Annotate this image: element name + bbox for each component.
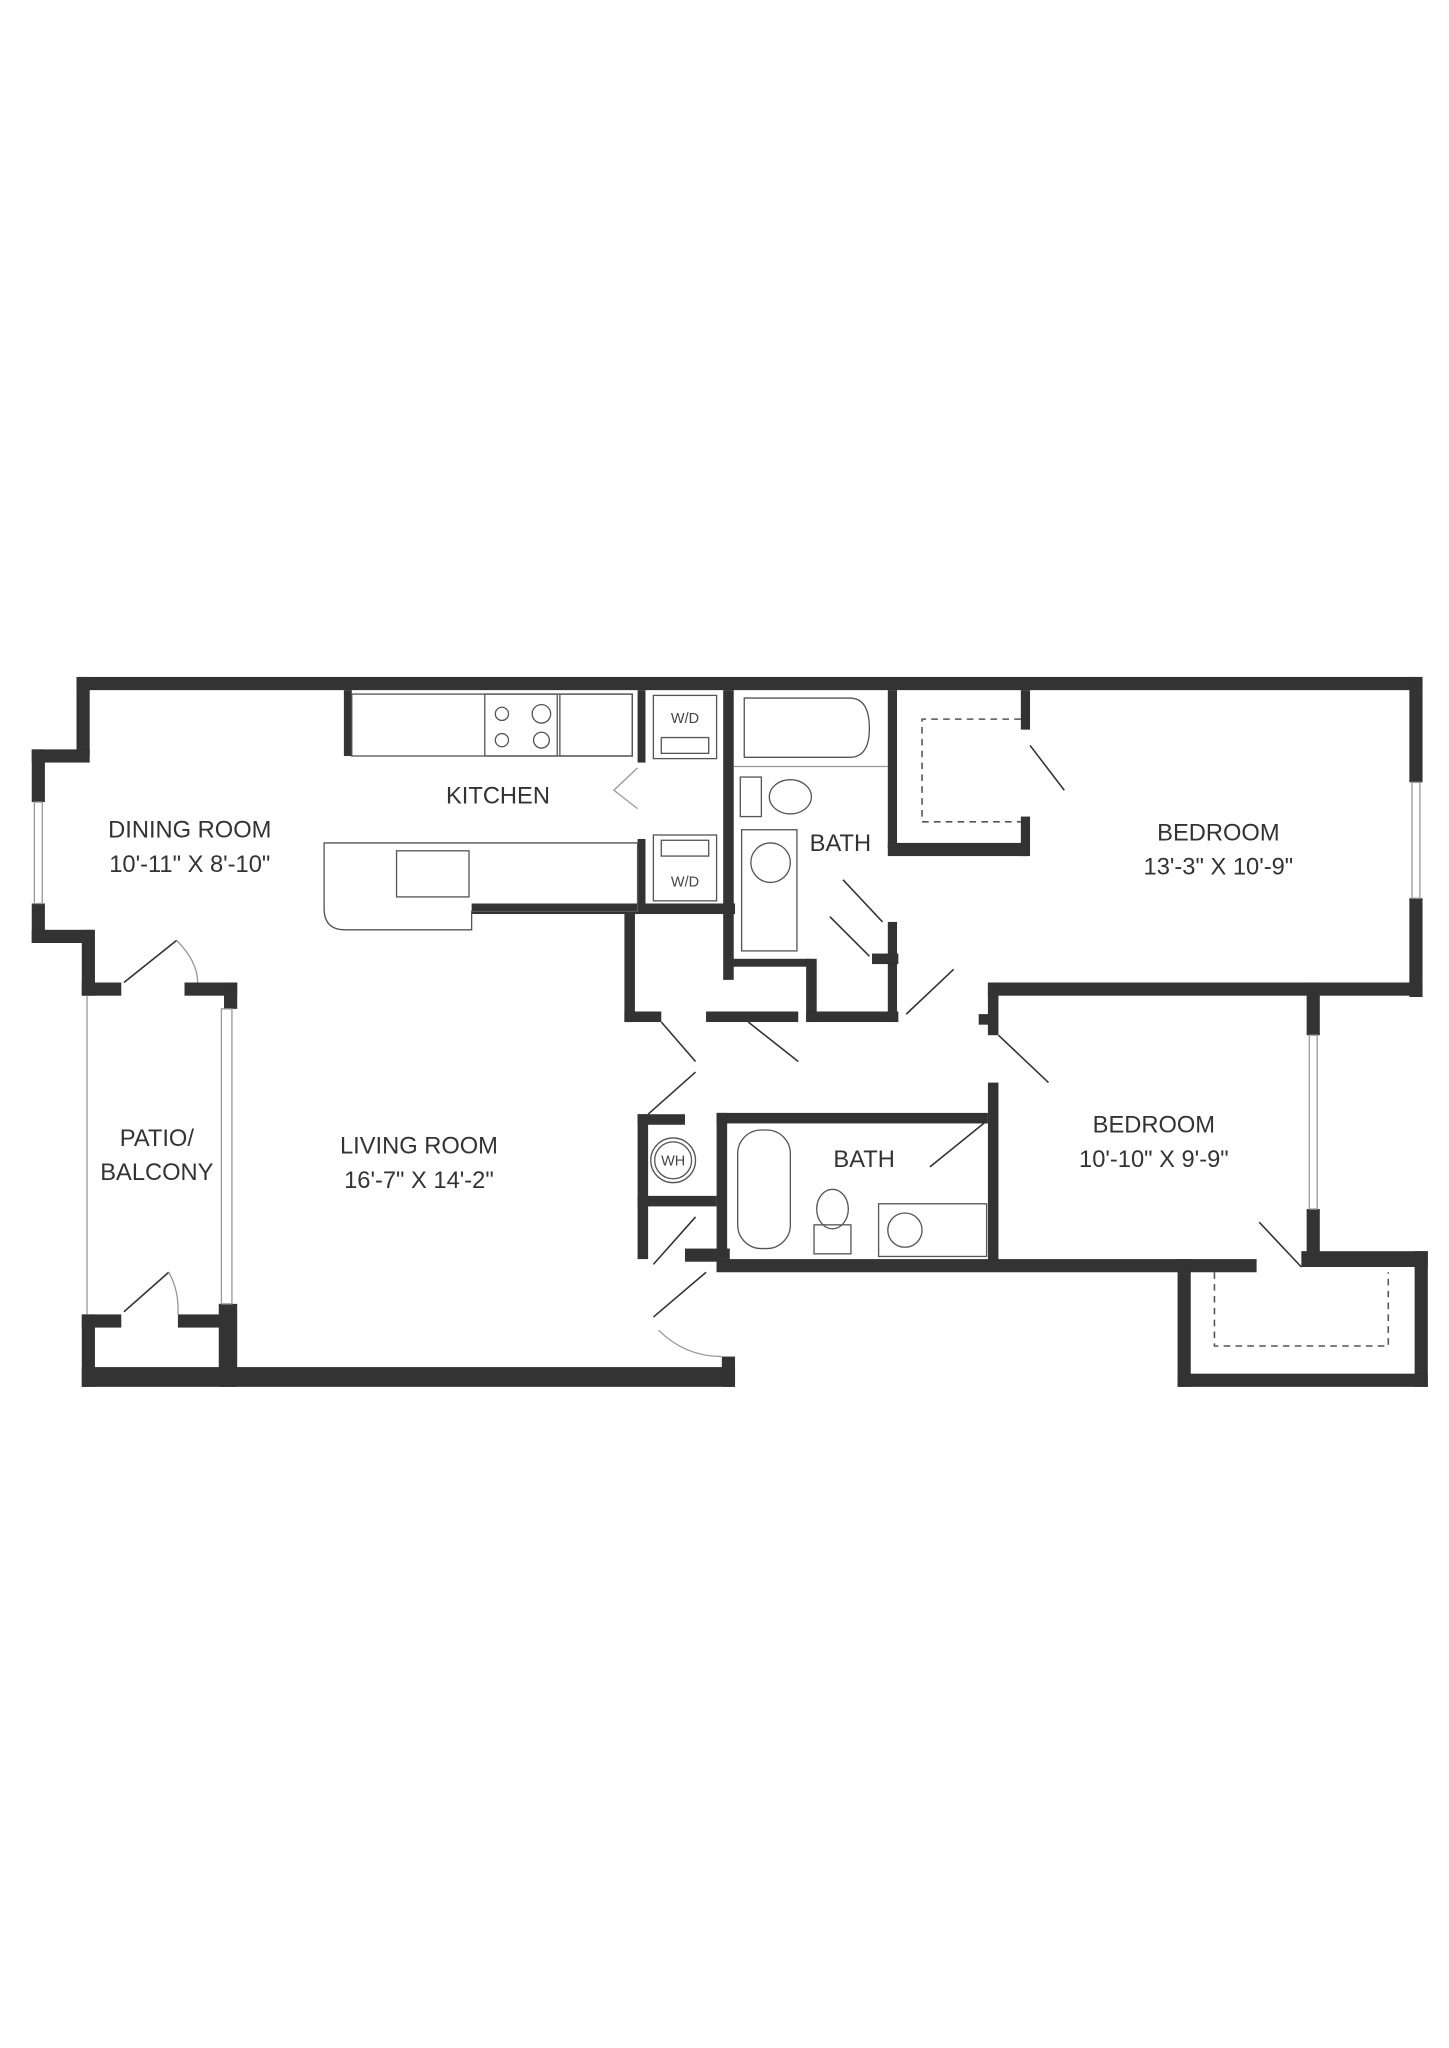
bedroom2-dims: 10'-10" X 9'-9": [1079, 1147, 1229, 1173]
doors[interactable]: [123, 744, 1302, 1358]
kitchen-label: KITCHEN: [446, 783, 550, 809]
bathtub-icon: [743, 697, 871, 758]
living-room-dims: 16'-7" X 14'-2": [344, 1168, 494, 1194]
wd-label-top: W/D: [671, 711, 699, 727]
kitchen-island: [323, 842, 639, 931]
refrigerator-icon: [559, 693, 633, 757]
toilet-icon: [768, 779, 813, 815]
bedroom2-label: BEDROOM: [1093, 1113, 1215, 1139]
sink-icon: [395, 850, 470, 898]
patio-label-2: BALCONY: [100, 1160, 213, 1186]
wh-label: WH: [661, 1154, 685, 1170]
bathtub-icon: [737, 1129, 792, 1250]
bedroom1-label: BEDROOM: [1157, 820, 1279, 846]
windows: [33, 781, 1421, 1315]
bath-sink-icon: [750, 842, 792, 884]
room-labels: DINING ROOM 10'-11" X 8'-10" KITCHEN BAT…: [100, 783, 1293, 1194]
stove-icon: [484, 693, 558, 757]
water-heater-icon: [650, 1137, 697, 1184]
closet-shelves: [921, 718, 1390, 1347]
bath2-fixtures: WH: [650, 1129, 988, 1258]
patio-label-1: PATIO/: [120, 1126, 195, 1152]
wd-label-bottom: W/D: [671, 874, 699, 890]
kitchen-fixtures: W/D W/D: [323, 693, 718, 931]
bath1-fixtures: [733, 697, 888, 952]
walls: [31, 676, 1428, 1387]
living-room-label: LIVING ROOM: [340, 1134, 498, 1160]
dining-room-dims: 10'-11" X 8'-10": [109, 852, 270, 878]
toilet-icon: [816, 1188, 849, 1230]
bath1-label: BATH: [810, 831, 871, 857]
dining-room-label: DINING ROOM: [108, 818, 271, 844]
bath-sink-icon: [887, 1212, 923, 1248]
bath2-label: BATH: [833, 1147, 894, 1173]
bedroom1-dims: 13'-3" X 10'-9": [1144, 855, 1294, 881]
